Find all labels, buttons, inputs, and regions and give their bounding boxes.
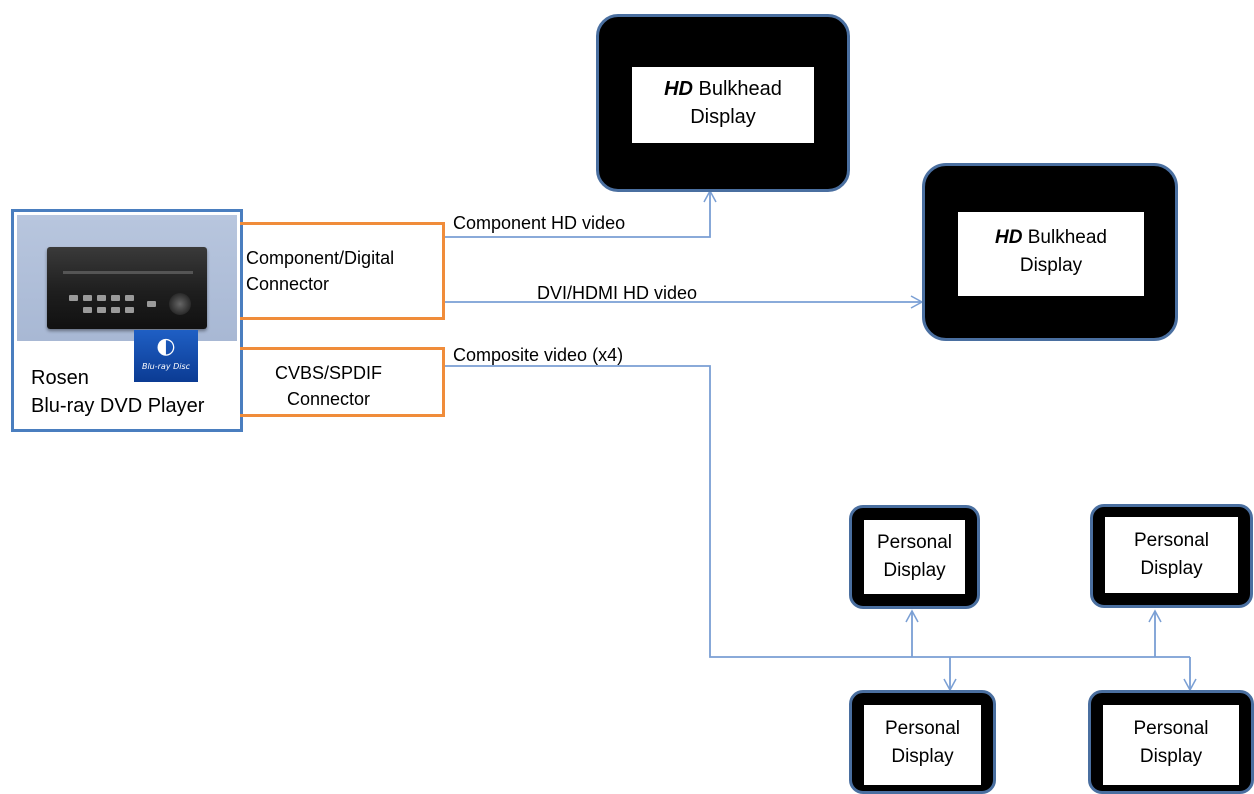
personal-display-bottom-right: Personal Display [1088, 690, 1254, 794]
bulkhead-label: Bulkhead [1022, 227, 1107, 248]
component-connector-line1: Component/Digital [246, 248, 395, 268]
player-label: Rosen Blu-ray DVD Player [31, 364, 204, 420]
hd-label: HD [664, 78, 693, 100]
composite-video-label: Composite video (x4) [453, 345, 624, 365]
cvbs-connector-line1: CVBS/SPDIF [275, 363, 383, 383]
player-photo [17, 215, 237, 341]
player-label-line1: Rosen [31, 367, 89, 389]
component-hd-wire [445, 189, 717, 238]
display-label: Display [891, 746, 954, 767]
hd-bulkhead-display-right: HD Bulkhead Display [922, 163, 1178, 341]
display-label: Display [1140, 558, 1203, 579]
personal-screen: Personal Display [1103, 705, 1239, 785]
dvd-player-icon [47, 247, 207, 329]
display-label: Display [883, 560, 946, 581]
component-connector-line2: Connector [246, 274, 330, 294]
component-digital-connector [240, 222, 445, 320]
bulkhead-screen: HD Bulkhead Display [632, 67, 814, 143]
dvi-hdmi-video-label: DVI/HDMI HD video [537, 283, 698, 303]
component-hd-video-label: Component HD video [453, 213, 626, 233]
personal-screen: Personal Display [1105, 517, 1238, 593]
bulkhead-screen: HD Bulkhead Display [958, 212, 1144, 296]
personal-display-bottom-left: Personal Display [849, 690, 996, 794]
blu-ray-player-node: ◐ Blu-ray Disc Rosen Blu-ray DVD Player [11, 209, 243, 432]
personal-screen: Personal Display [864, 520, 965, 594]
bulkhead-label: Bulkhead [692, 78, 782, 100]
composite-wire [445, 365, 1190, 658]
personal-label: Personal [885, 718, 960, 739]
hd-label: HD [995, 227, 1023, 248]
display-label: Display [1139, 746, 1203, 767]
personal-label: Personal [877, 532, 952, 553]
display-label: Display [690, 106, 756, 128]
personal-label: Personal [1133, 718, 1209, 739]
personal-label: Personal [1134, 530, 1209, 551]
blu-ray-logo-icon: ◐ Blu-ray Disc [134, 330, 198, 382]
player-label-line2: Blu-ray DVD Player [31, 395, 205, 417]
cvbs-connector-label: CVBS/SPDIF Connector [275, 360, 382, 412]
cvbs-spdif-connector [240, 347, 445, 417]
personal-display-top-left: Personal Display [849, 505, 980, 609]
hd-bulkhead-display-top: HD Bulkhead Display [596, 14, 850, 192]
component-connector-label: Component/Digital Connector [246, 245, 394, 297]
display-label: Display [1019, 255, 1083, 276]
cvbs-connector-line2: Connector [286, 389, 371, 409]
personal-display-top-right: Personal Display [1090, 504, 1253, 608]
personal-screen: Personal Display [864, 705, 981, 785]
